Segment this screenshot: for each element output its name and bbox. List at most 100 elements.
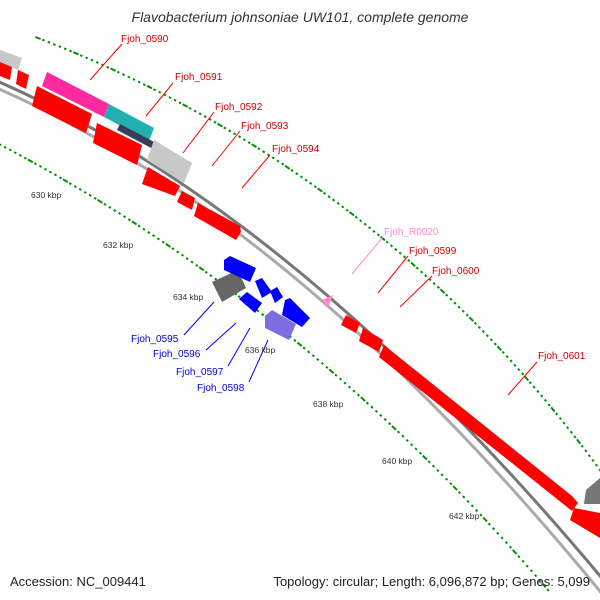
tick-mark bbox=[72, 51, 79, 56]
tick-mark bbox=[304, 178, 308, 182]
tick-mark bbox=[213, 120, 217, 124]
tick-mark bbox=[505, 355, 509, 359]
tick-mark bbox=[347, 385, 352, 389]
tick-mark bbox=[521, 559, 525, 563]
tick-mark bbox=[53, 173, 57, 177]
tick-mark bbox=[431, 464, 436, 468]
tick-mark bbox=[402, 255, 407, 259]
tick-mark bbox=[513, 363, 517, 367]
gene-label: Fjoh_R0020 bbox=[384, 227, 439, 238]
tick-mark bbox=[214, 277, 218, 281]
tick-mark bbox=[354, 215, 358, 219]
tick-mark bbox=[356, 393, 361, 397]
tick-mark bbox=[341, 205, 345, 209]
tick-mark bbox=[290, 168, 294, 173]
tick-mark bbox=[58, 176, 62, 180]
tick-mark bbox=[534, 574, 538, 578]
tick-mark bbox=[295, 172, 299, 176]
tick-mark bbox=[336, 201, 340, 205]
tick-mark bbox=[193, 109, 197, 113]
tick-mark bbox=[468, 316, 475, 322]
tick-mark bbox=[195, 263, 199, 267]
tick-mark bbox=[110, 67, 117, 72]
tick-mark bbox=[176, 250, 180, 254]
tick-mark bbox=[88, 193, 92, 197]
reverse-gene-labels: Fjoh_0595 Fjoh_0596 Fjoh_0597 Fjoh_0598 bbox=[131, 334, 245, 394]
feature-teal bbox=[104, 104, 154, 141]
tick-mark bbox=[587, 454, 591, 458]
tick-mark bbox=[302, 346, 306, 350]
tick-mark bbox=[257, 147, 261, 151]
genome-summary: Topology: circular; Length: 6,096,872 bp… bbox=[273, 574, 590, 589]
tick-mark bbox=[233, 132, 237, 136]
rna-feature bbox=[322, 295, 333, 308]
tick-mark bbox=[271, 156, 275, 160]
feature-grey-right bbox=[584, 478, 600, 504]
tick-mark bbox=[466, 499, 470, 504]
tick-mark bbox=[146, 84, 153, 90]
tick-mark bbox=[327, 195, 331, 199]
tick-mark bbox=[48, 170, 52, 174]
tick-mark bbox=[396, 430, 401, 434]
tick-mark bbox=[313, 185, 317, 189]
tick-mark bbox=[95, 61, 99, 64]
tick-mark bbox=[325, 365, 329, 369]
tick-mark bbox=[256, 309, 260, 313]
tick-mark bbox=[345, 208, 349, 212]
tick-mark bbox=[261, 313, 265, 317]
tick-mark bbox=[500, 536, 504, 540]
tick-mark bbox=[360, 396, 366, 402]
tick-mark bbox=[190, 260, 194, 264]
tick-mark bbox=[436, 468, 440, 473]
tick-mark bbox=[27, 158, 34, 164]
tick-mark bbox=[78, 187, 82, 191]
tick-mark bbox=[517, 555, 521, 559]
tick-mark bbox=[137, 80, 141, 84]
tick-mark bbox=[367, 226, 372, 230]
rna-gene-labels: Fjoh_R0020 bbox=[384, 227, 439, 238]
tick-mark bbox=[415, 266, 419, 270]
tick-mark bbox=[569, 430, 573, 434]
tick-mark bbox=[528, 381, 532, 385]
feature-blue-2 bbox=[255, 278, 272, 298]
tick-mark bbox=[204, 270, 208, 274]
tick-mark bbox=[439, 288, 446, 294]
feature-red-7 bbox=[359, 328, 383, 352]
tick-mark bbox=[477, 325, 481, 330]
tick-mark bbox=[188, 106, 192, 110]
feature-red-6 bbox=[341, 315, 360, 333]
feature-red-long-2 bbox=[93, 123, 142, 165]
tick-mark bbox=[323, 191, 327, 195]
tick-mark bbox=[52, 43, 56, 46]
scale-label: 640 kbp bbox=[382, 456, 413, 466]
feature-red-3 bbox=[142, 167, 180, 196]
tick-mark bbox=[156, 237, 160, 241]
tick-mark bbox=[168, 96, 172, 99]
tick-mark bbox=[97, 199, 103, 204]
tick-mark bbox=[142, 83, 146, 86]
feature-dark-band bbox=[117, 124, 158, 150]
tick-mark bbox=[363, 222, 367, 226]
tick-mark bbox=[93, 196, 97, 200]
tick-mark bbox=[182, 103, 189, 108]
tick-mark bbox=[365, 401, 369, 405]
tick-mark bbox=[391, 425, 397, 431]
tick-mark bbox=[487, 522, 491, 526]
tick-mark bbox=[317, 187, 323, 193]
tick-mark bbox=[158, 90, 162, 94]
tick-mark bbox=[445, 293, 449, 297]
tick-mark bbox=[328, 368, 335, 374]
tick-mark bbox=[69, 49, 73, 53]
tick-mark bbox=[23, 156, 27, 160]
tick-mark bbox=[489, 338, 493, 342]
tick-mark bbox=[33, 162, 37, 166]
tick-mark bbox=[449, 297, 453, 301]
tick-mark bbox=[493, 342, 497, 346]
tick-mark bbox=[223, 126, 227, 130]
tick-mark bbox=[171, 247, 175, 251]
tick-mark bbox=[43, 167, 47, 171]
scale-label: 630 kbp bbox=[31, 190, 62, 200]
tick-mark bbox=[385, 240, 389, 244]
